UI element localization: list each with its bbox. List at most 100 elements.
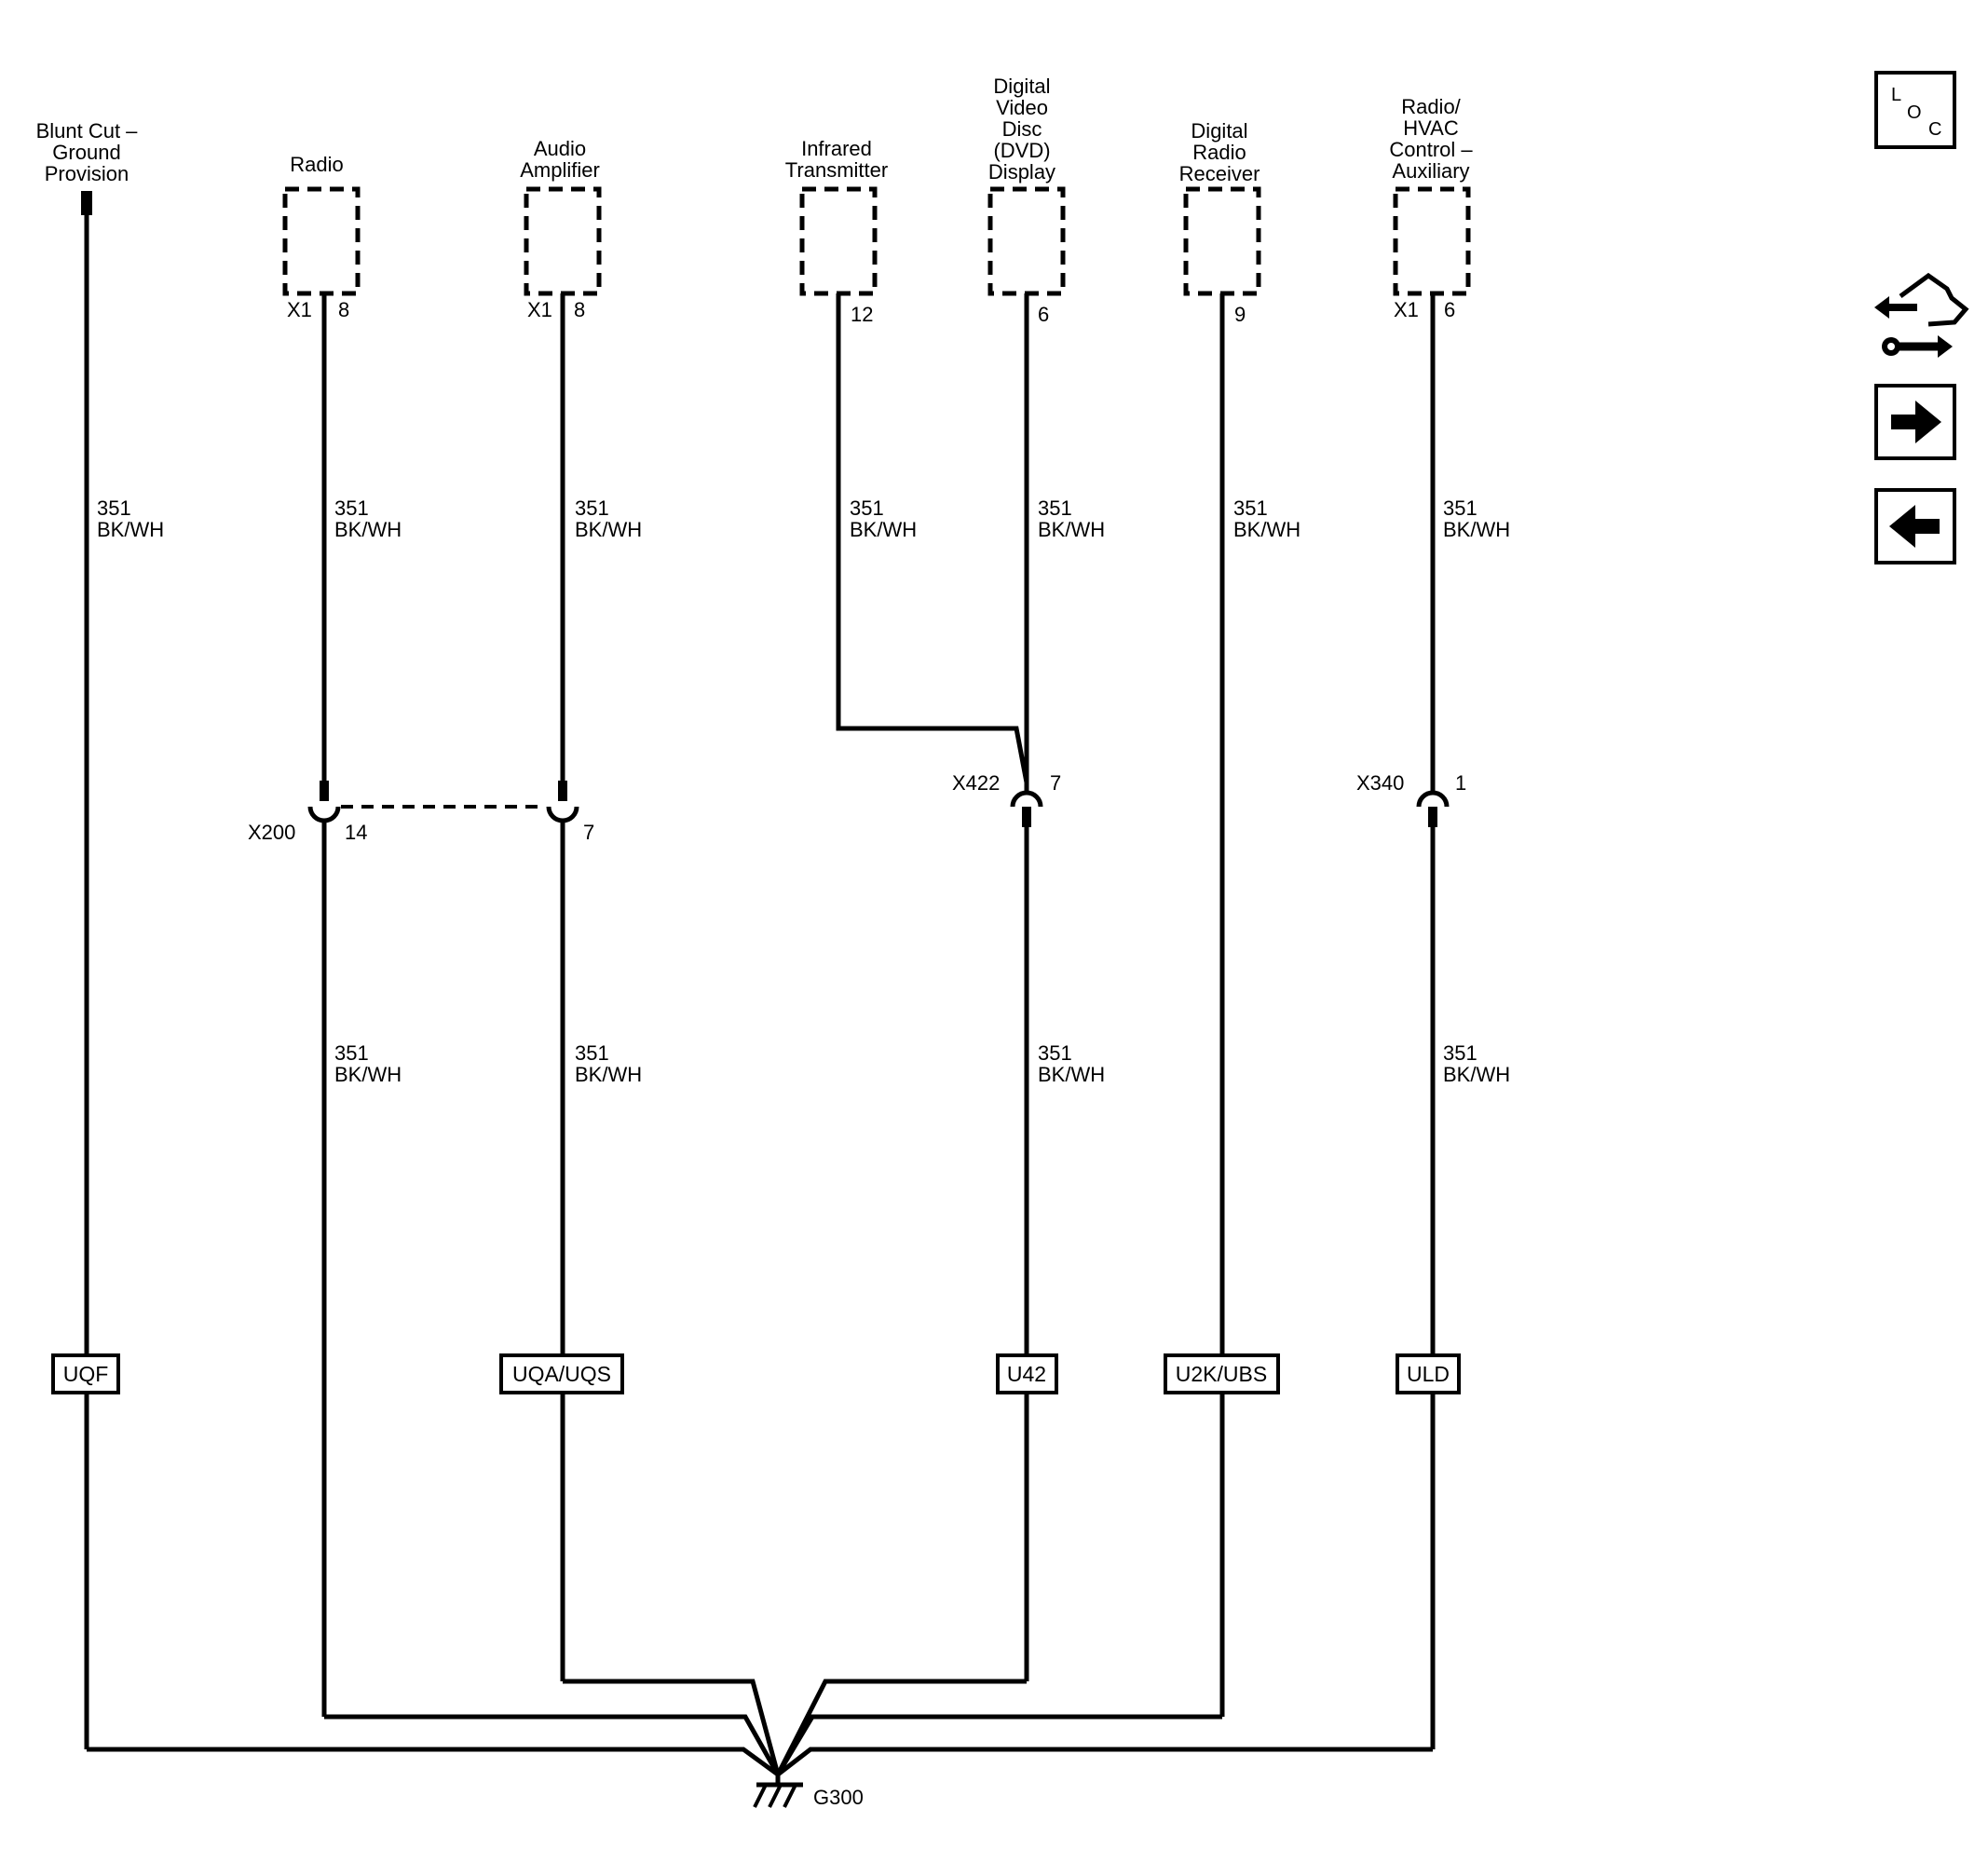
wire-circuit-label: 351: [850, 496, 884, 520]
connector-terminal: [558, 781, 567, 801]
wire-color-label: BK/WH: [850, 518, 917, 541]
connector-name-label: X422: [952, 771, 1000, 795]
component-infrared-transmitter: Infrared Transmitter 12: [785, 137, 888, 326]
connector-name-label: X200: [248, 821, 295, 844]
connector-terminal: [320, 781, 329, 801]
dvd-display-module-box[interactable]: [987, 186, 1066, 296]
ground-hatch: [753, 1784, 768, 1808]
component-title-line: Provision: [45, 162, 129, 185]
option-box-uld[interactable]: ULD: [1396, 1353, 1461, 1394]
ground-g300[interactable]: G300: [753, 1775, 864, 1809]
component-title-line: Disc: [1002, 117, 1042, 141]
arrow-left-icon: [1889, 505, 1940, 548]
infrared-transmitter-module-box[interactable]: [799, 186, 878, 296]
component-radio-hvac-aux: Radio/ HVAC Control – Auxiliary X1 6: [1389, 95, 1473, 321]
component-title-line: Display: [988, 160, 1055, 184]
connector-view-icon[interactable]: [1874, 272, 1969, 358]
option-box-u42[interactable]: U42: [996, 1353, 1058, 1394]
wire-paths: [84, 214, 1436, 1777]
option-box-u2k-ubs[interactable]: U2K/UBS: [1164, 1353, 1280, 1394]
connector-x200[interactable]: X200 14 7: [248, 781, 594, 844]
component-title-line: Ground: [52, 141, 120, 164]
pin-number-label: 8: [338, 298, 349, 321]
option-code-label: UQA/UQS: [512, 1362, 611, 1386]
component-radio: Radio X1 8: [282, 153, 361, 321]
pin-number-label: 6: [1038, 303, 1049, 326]
wire-labels: 351 BK/WH 351 BK/WH 351 BK/WH 351 BK/WH …: [97, 496, 1510, 1086]
wire-color-label: BK/WH: [1233, 518, 1300, 541]
wire-circuit-label: 351: [334, 1041, 369, 1065]
arrow-right-icon: [1891, 401, 1941, 443]
component-title-line: Radio: [290, 153, 343, 176]
connector-arc: [307, 806, 341, 823]
connector-terminal: [1428, 807, 1437, 827]
component-digital-radio-receiver: Digital Radio Receiver 9: [1179, 119, 1261, 326]
connector-x340[interactable]: X340 1: [1356, 771, 1466, 827]
option-box-uqf[interactable]: UQF: [51, 1353, 120, 1394]
radio-hvac-aux-module-box[interactable]: [1393, 186, 1471, 296]
blunt-cut-terminal: [81, 191, 92, 215]
component-title-line: Audio: [534, 137, 586, 160]
connector-arc: [1416, 790, 1450, 808]
wire-color-label: BK/WH: [97, 518, 164, 541]
ground-bus-amp: [563, 1679, 781, 1775]
wire-color-label: BK/WH: [575, 518, 642, 541]
ground-hatch: [783, 1784, 797, 1808]
connector-pin-label: 7: [583, 821, 594, 844]
wire-color-label: BK/WH: [1443, 518, 1510, 541]
audio-amplifier-module-box[interactable]: [524, 186, 602, 296]
wire-circuit-label: 351: [97, 496, 131, 520]
pin-number-label: 6: [1444, 298, 1455, 321]
component-title-line: Control –: [1389, 138, 1473, 161]
pin-connector-label: X1: [1394, 298, 1419, 321]
component-title-line: Amplifier: [520, 158, 600, 182]
component-title-line: Digital: [1191, 119, 1247, 143]
wire-circuit-label: 351: [575, 1041, 609, 1065]
option-box-uqa-uqs[interactable]: UQA/UQS: [499, 1353, 624, 1394]
wire-color-label: BK/WH: [334, 1063, 402, 1086]
component-title-line: Video: [996, 96, 1048, 119]
connector-pin-label: 1: [1455, 771, 1466, 795]
wire-color-label: BK/WH: [575, 1063, 642, 1086]
loc-letter: L: [1891, 85, 1901, 105]
wire-color-label: BK/WH: [1038, 518, 1105, 541]
radio-module-box[interactable]: [282, 186, 361, 296]
connector-pin-label: 7: [1050, 771, 1061, 795]
ground-name-label: G300: [813, 1786, 864, 1809]
next-page-button[interactable]: [1874, 384, 1956, 460]
ground-bus-blunt: [87, 1747, 780, 1777]
component-title-line: Transmitter: [785, 158, 888, 182]
wire-color-label: BK/WH: [1038, 1063, 1105, 1086]
pin-connector-label: X1: [527, 298, 552, 321]
component-audio-amplifier: Audio Amplifier X1 8: [520, 137, 602, 321]
ground-bus-digital-radio: [775, 1714, 1222, 1776]
pin-number-label: 9: [1234, 303, 1246, 326]
option-codes: UQF UQA/UQS U42 U2K/UBS ULD: [51, 1353, 1461, 1394]
component-title-line: Radio/: [1401, 95, 1461, 118]
ground-hatch: [768, 1784, 783, 1808]
component-title-line: (DVD): [993, 139, 1050, 162]
connector-pin-label: 14: [345, 821, 367, 844]
option-code-label: ULD: [1407, 1362, 1450, 1386]
component-blunt-cut: Blunt Cut – Ground Provision: [36, 119, 139, 215]
ground-bus-dvd: [775, 1679, 1027, 1776]
component-title-line: Blunt Cut –: [36, 119, 139, 143]
wire-infrared[interactable]: [836, 293, 1029, 783]
digital-radio-receiver-module-box[interactable]: [1183, 186, 1261, 296]
connector-name-label: X340: [1356, 771, 1404, 795]
wire-circuit-label: 351: [1038, 1041, 1072, 1065]
component-title-line: Auxiliary: [1392, 159, 1469, 183]
connector-arc: [1010, 790, 1043, 808]
loc-letter: C: [1928, 119, 1941, 140]
location-view-button[interactable]: L O C: [1874, 71, 1956, 149]
wire-circuit-label: 351: [334, 496, 369, 520]
connector-x422[interactable]: X422 7: [952, 771, 1061, 827]
wire-circuit-label: 351: [1038, 496, 1072, 520]
pin-connector-label: X1: [287, 298, 312, 321]
connector-arc: [546, 806, 579, 823]
loc-letter: O: [1907, 102, 1922, 123]
component-title-line: HVAC: [1403, 116, 1459, 140]
component-title-line: Receiver: [1179, 162, 1260, 185]
component-dvd-display: Digital Video Disc (DVD) Display 6: [987, 75, 1066, 326]
previous-page-button[interactable]: [1874, 488, 1956, 564]
